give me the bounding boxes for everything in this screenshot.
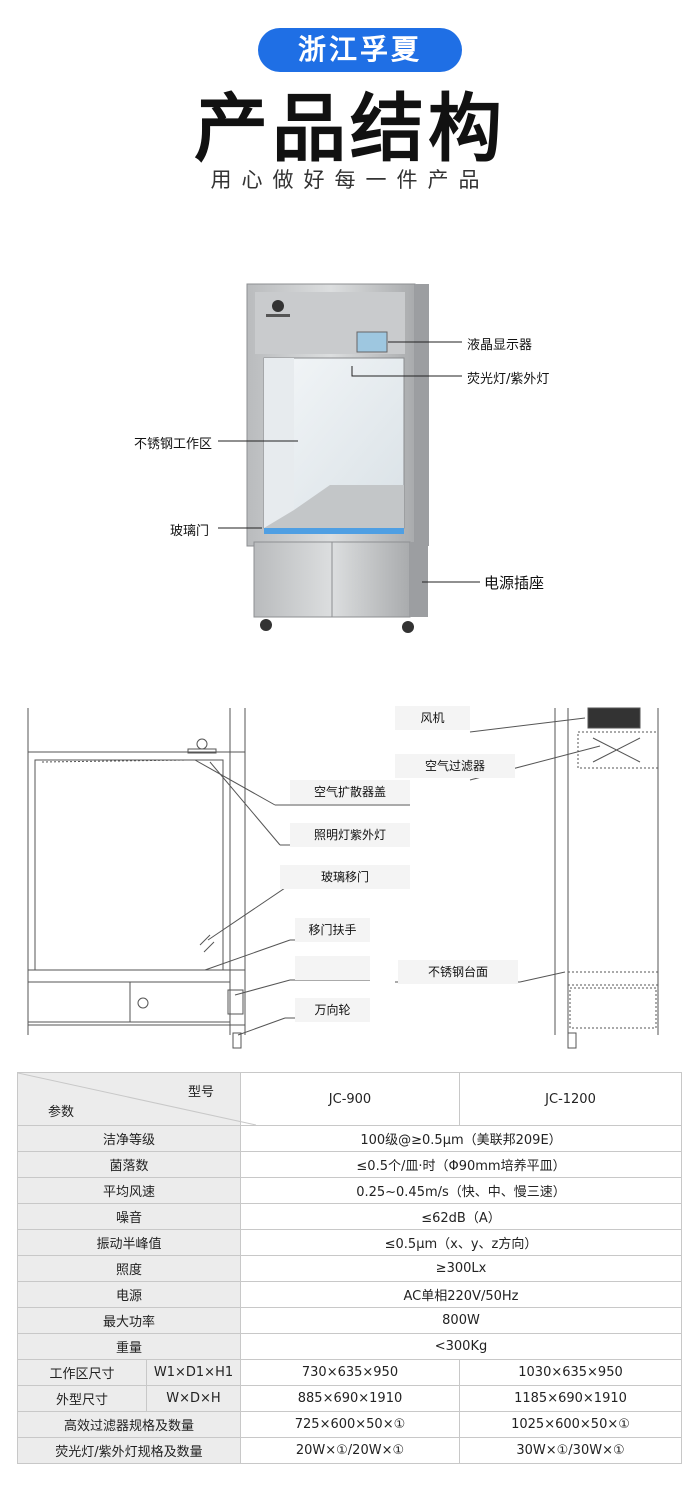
row-value-model1: 730×635×950 (240, 1359, 460, 1386)
model-header-1: JC-900 (240, 1072, 460, 1126)
row-value: AC单相220V/50Hz (240, 1281, 682, 1308)
row-value-model1: 885×690×1910 (240, 1385, 460, 1412)
label-lighting-uv: 照明灯紫外灯 (290, 823, 410, 847)
row-label: 工作区尺寸 (17, 1359, 147, 1386)
label-steel-table: 不锈钢台面 (398, 960, 518, 984)
table-row: 照度≥300Lx (17, 1255, 682, 1282)
callout-lcd: 液晶显示器 (467, 338, 533, 353)
row-sublabel: W×D×H (146, 1385, 241, 1412)
row-value: ≥300Lx (240, 1255, 682, 1282)
label-caster: 万向轮 (295, 998, 370, 1022)
row-label: 最大功率 (17, 1307, 241, 1334)
model-header-2: JC-1200 (459, 1072, 682, 1126)
corner-model-label: 型号 (188, 1085, 215, 1100)
page-title: 产品结构 (194, 86, 506, 172)
row-label: 噪音 (17, 1203, 241, 1230)
row-value: ≤0.5个/皿·时（Φ90mm培养平皿） (240, 1151, 682, 1178)
row-label: 平均风速 (17, 1177, 241, 1204)
table-row: 噪音≤62dB（A） (17, 1203, 682, 1230)
row-value: 0.25~0.45m/s（快、中、慢三速） (240, 1177, 682, 1204)
row-label: 振动半峰值 (17, 1229, 241, 1256)
row-label: 菌落数 (17, 1151, 241, 1178)
callout-power: 电源插座 (484, 574, 545, 592)
label-glass-sliding-door: 玻璃移门 (280, 865, 410, 889)
row-label: 荧光灯/紫外灯规格及数量 (17, 1437, 241, 1464)
row-sublabel: W1×D1×H1 (146, 1359, 241, 1386)
brand-badge: 浙江孚夏 (258, 28, 462, 72)
table-row: 重量<300Kg (17, 1333, 682, 1360)
label-diffuser-cover: 空气扩散器盖 (290, 780, 410, 804)
label-door-handle: 移门扶手 (295, 918, 370, 942)
corner-param-label: 参数 (48, 1105, 75, 1120)
product-photo: 液晶显示器 荧光灯/紫外灯 不锈钢工作区 玻璃门 电源插座 (0, 270, 700, 650)
label-air-filter: 空气过滤器 (395, 754, 515, 778)
label-fan: 风机 (395, 706, 470, 730)
row-value: ≤0.5μm（x、y、z方向） (240, 1229, 682, 1256)
row-value-model2: 30W×①/30W×① (459, 1437, 682, 1464)
row-value-model1: 725×600×50×① (240, 1411, 460, 1438)
slogan: 用心做好每一件产品 (210, 168, 490, 192)
corner-diagonal (18, 1073, 256, 1125)
row-value-model2: 1030×635×950 (459, 1359, 682, 1386)
row-label: 洁净等级 (17, 1125, 241, 1152)
row-value: 100级@≥0.5μm（美联邦209E） (240, 1125, 682, 1152)
diagram-lines (27, 707, 659, 1049)
row-value: ≤62dB（A） (240, 1203, 682, 1230)
table-corner-cell: 型号 参数 (17, 1072, 256, 1126)
table-row: 振动半峰值≤0.5μm（x、y、z方向） (17, 1229, 682, 1256)
table-row: 菌落数≤0.5个/皿·时（Φ90mm培养平皿） (17, 1151, 682, 1178)
callout-glass-door: 玻璃门 (170, 524, 210, 539)
callout-workarea: 不锈钢工作区 (134, 437, 213, 452)
row-label: 高效过滤器规格及数量 (17, 1411, 241, 1438)
callout-lamp: 荧光灯/紫外灯 (467, 372, 550, 387)
row-value-model2: 1185×690×1910 (459, 1385, 682, 1412)
row-value-model1: 20W×①/20W×① (240, 1437, 460, 1464)
row-label: 照度 (17, 1255, 241, 1282)
row-value: 800W (240, 1307, 682, 1334)
row-label: 重量 (17, 1333, 241, 1360)
row-label: 电源 (17, 1281, 241, 1308)
label-blank (295, 956, 370, 980)
row-value: <300Kg (240, 1333, 682, 1360)
row-label: 外型尺寸 (17, 1385, 147, 1412)
structure-diagram: 风机 空气过滤器 空气扩散器盖 照明灯紫外灯 玻璃移门 移门扶手 不锈钢台面 万… (0, 690, 700, 1070)
clean-bench-illustration (218, 283, 480, 633)
row-value-model2: 1025×600×50×① (459, 1411, 682, 1438)
